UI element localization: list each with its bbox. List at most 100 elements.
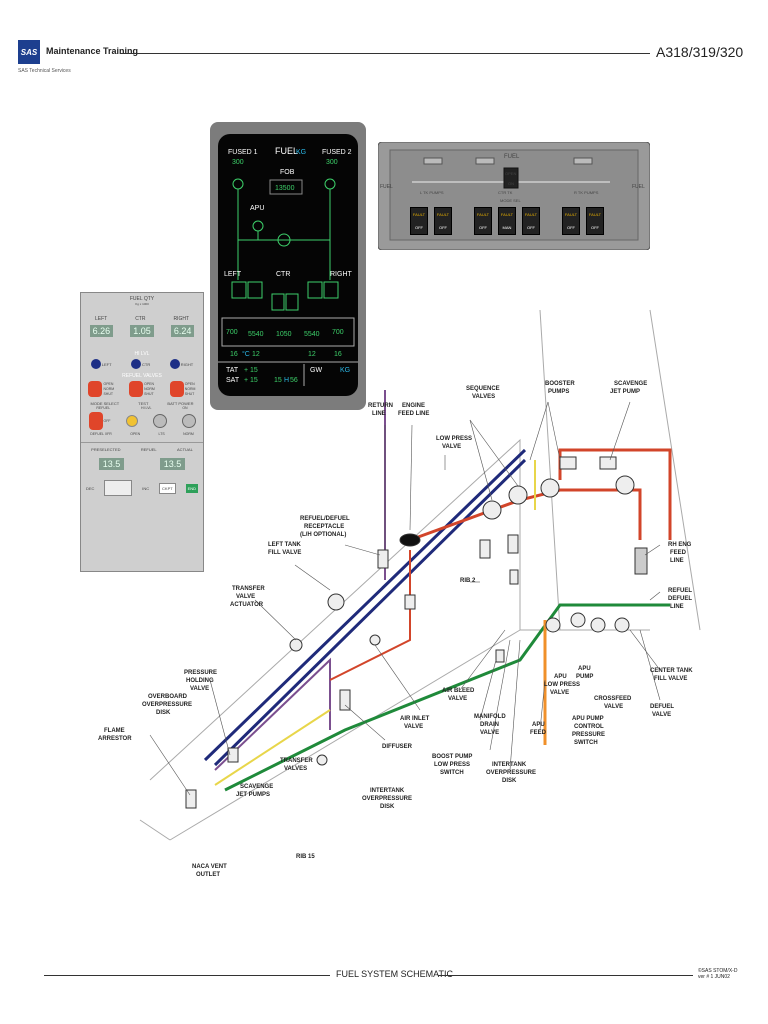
- test-hi-lvl-label: HI LVL: [141, 406, 152, 410]
- booster-pump1: [482, 500, 502, 520]
- ecam-temp-r2: 16: [334, 351, 342, 358]
- ecam-fob-value: 13500: [275, 185, 295, 192]
- ecam-left: LEFT: [224, 271, 242, 278]
- refuel-receptacle: [399, 533, 421, 547]
- fault-legend: FAULT: [588, 212, 602, 217]
- ecam-right: RIGHT: [330, 271, 353, 278]
- xfeed-on-light: ON: [508, 181, 514, 186]
- sequence-valve2: [507, 534, 519, 554]
- ecam-time-h: 15: [274, 377, 282, 384]
- transfer-valve-actuator: [289, 638, 303, 652]
- rib2-label: RIB 2: [460, 578, 476, 584]
- ecam-time-unit: H: [284, 377, 289, 384]
- header-rule: [120, 53, 650, 54]
- components: [185, 456, 648, 809]
- dec-label: DEC: [85, 485, 95, 491]
- fuel-qty-unit: Kg x 1000: [135, 302, 149, 306]
- end-button[interactable]: END: [185, 483, 199, 493]
- mode-select-title: MODE SELECT: [90, 401, 120, 406]
- manifold-drain-valve: [495, 649, 505, 663]
- valve-shut-label: SHUT: [144, 391, 154, 396]
- engine-feed-line-navy: [203, 448, 527, 762]
- ecam-time-m: 56: [290, 377, 298, 384]
- inc-label: INC: [142, 485, 150, 491]
- mode-sel-button[interactable]: FAULT MAN: [498, 207, 516, 235]
- mode-refuel-label: REFUEL: [96, 406, 111, 410]
- preselect-rocker-switch[interactable]: [104, 480, 133, 496]
- mode-sel-label: MODE SEL: [500, 198, 521, 203]
- qty-ctr-label: CTR: [135, 316, 146, 322]
- hi-lvl-title: HI LVL: [134, 351, 150, 357]
- ecam-ctr: CTR: [276, 271, 290, 278]
- ecam-qty-l-outer: 700: [226, 329, 238, 336]
- ecam-unit: KG: [296, 149, 306, 156]
- fuel-qty-title: FUEL QTY: [129, 296, 155, 302]
- fault-legend: FAULT: [500, 212, 514, 217]
- ecam-apu: APU: [250, 205, 264, 212]
- man-legend: MAN: [502, 225, 512, 230]
- batt-power-switch[interactable]: [181, 414, 196, 428]
- hi-lvl-ctr-light: [131, 359, 142, 369]
- left-tank-fill-valve: [404, 594, 416, 610]
- booster-pump3: [540, 478, 560, 498]
- refuel-valve-left-switch[interactable]: [88, 381, 103, 397]
- apu-low-press-valve: [545, 617, 561, 633]
- ecam-temp-l2: 12: [252, 351, 260, 358]
- off-legend: OFF: [527, 225, 535, 230]
- batt-norm-label: NORM: [183, 432, 194, 436]
- test-switch[interactable]: [152, 414, 167, 428]
- crossfeed-valve: [590, 617, 606, 633]
- open-light-label: OPEN: [130, 432, 141, 436]
- engine-feed-line-navy2: [213, 458, 527, 767]
- ecam-temp-l1: 16: [230, 351, 238, 358]
- footer-rule-left: [44, 975, 330, 976]
- refuel-valve-right-switch[interactable]: [169, 381, 184, 397]
- ctr-tk-label: CTR TK: [498, 190, 513, 195]
- hi-lvl-right-label: RIGHT: [180, 361, 194, 367]
- hi-lvl-left-light: [90, 359, 101, 369]
- refuel-coupling: [377, 549, 389, 569]
- batt-power-title: BATT POWER: [167, 401, 194, 406]
- mode-select-switch[interactable]: [88, 412, 103, 430]
- qty-right-label: RIGHT: [173, 316, 189, 322]
- preselected-label: PRESELECTED: [91, 447, 121, 452]
- transfer-line: [329, 550, 411, 681]
- ecam-fused1-value: 300: [232, 159, 244, 166]
- ecam-fuel-title: FUEL: [275, 146, 298, 156]
- copyright-line2: ver # 1 JUN02: [698, 974, 730, 980]
- off-legend: OFF: [591, 225, 599, 230]
- ecam-fuel-page: FUSED 1 300 FUEL KG FUSED 2 300 FOB 1350…: [210, 122, 366, 410]
- rh-feed-component: [634, 547, 648, 575]
- fault-legend: FAULT: [476, 212, 490, 217]
- pressure-holding-valve: [227, 747, 239, 763]
- valve-norm-label: NORM: [103, 386, 115, 391]
- preselected-display: 13.5: [98, 458, 125, 470]
- ckpt-button[interactable]: CKPT: [159, 482, 176, 494]
- off-legend: OFF: [415, 225, 423, 230]
- r-tk-pump2-button[interactable]: FAULT OFF: [586, 207, 604, 235]
- qty-ctr-display: 1.05: [130, 325, 154, 337]
- refuel-valves-title: REFUEL VALVES: [122, 373, 162, 379]
- refuel-valve-ctr-switch[interactable]: [129, 381, 144, 397]
- xfeed-open-light: OPEN: [505, 171, 516, 176]
- open-light: [125, 415, 138, 427]
